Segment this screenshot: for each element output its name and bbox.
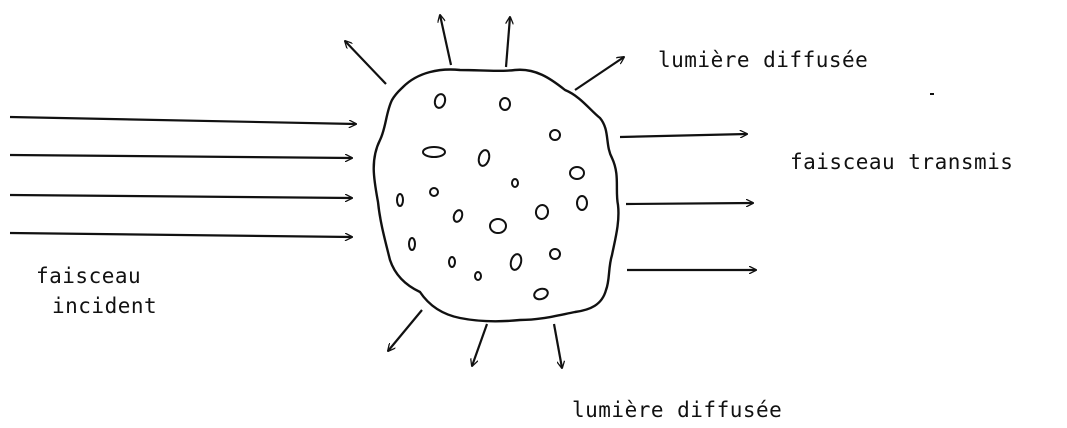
inclusion — [452, 209, 464, 223]
inclusion — [433, 93, 446, 109]
label-scattered-light-top: lumière diffusée — [658, 48, 868, 72]
inclusions — [397, 93, 587, 301]
inclusion — [550, 249, 560, 259]
scattered-ray — [345, 41, 386, 84]
label-transmitted-beam: faisceau transmis — [790, 150, 1013, 174]
scattered-ray — [575, 57, 624, 90]
scattered-rays-top — [345, 15, 624, 90]
scattered-ray — [506, 17, 510, 67]
label-scattered-light-bottom: lumière diffusée — [572, 398, 782, 422]
inclusion — [423, 147, 445, 157]
inclusion — [535, 204, 549, 220]
inclusion — [430, 188, 438, 196]
inclusion — [512, 179, 518, 187]
inclusion — [533, 287, 550, 301]
inclusion — [409, 238, 415, 250]
inclusion — [475, 272, 481, 280]
scattered-ray — [388, 310, 422, 351]
scattered-ray — [554, 324, 562, 368]
inclusion — [449, 257, 455, 267]
incident-ray — [10, 117, 356, 124]
inclusion — [397, 194, 403, 206]
inclusion — [477, 149, 491, 167]
inclusion — [550, 130, 560, 140]
scattered-ray — [440, 15, 451, 65]
inclusion — [577, 196, 587, 210]
transmitted-ray — [620, 134, 747, 137]
incident-ray — [10, 233, 352, 237]
incident-ray — [10, 155, 352, 158]
inclusion — [500, 98, 510, 110]
scattered-ray — [472, 324, 487, 366]
transmitted-ray — [626, 203, 753, 204]
inclusion — [570, 167, 584, 179]
label-incident-beam-line1: faisceau — [36, 264, 141, 288]
label-incident-beam-line2: incident — [52, 294, 157, 318]
incident-beam — [10, 117, 356, 237]
incident-ray — [10, 195, 352, 198]
inclusion — [509, 253, 523, 271]
inclusion — [490, 219, 506, 233]
transmitted-beam — [620, 134, 756, 270]
